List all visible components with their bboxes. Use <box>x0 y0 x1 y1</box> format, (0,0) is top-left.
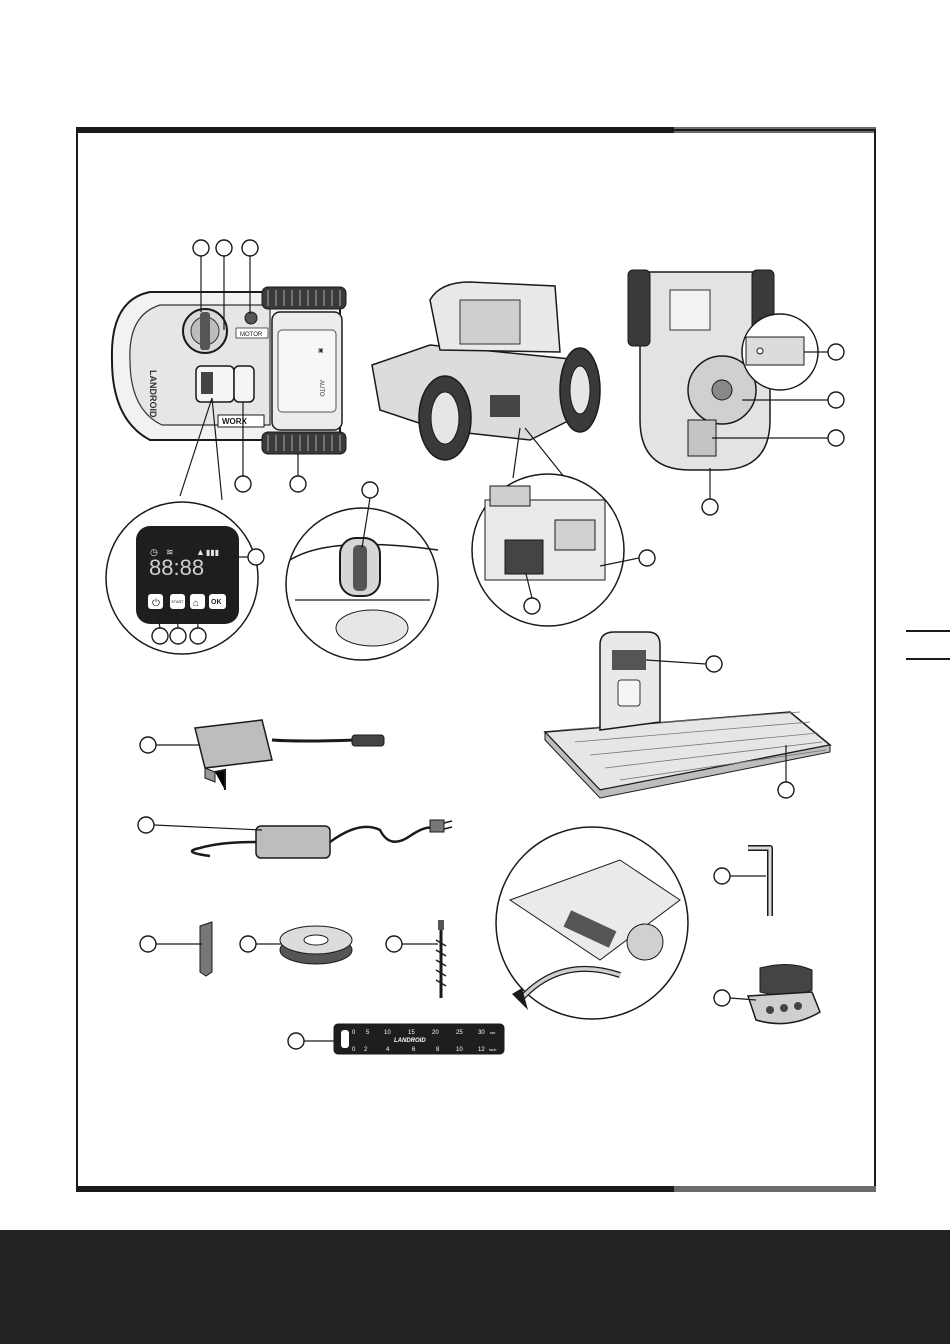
callout-21 <box>714 868 730 884</box>
callout-14 <box>828 392 844 408</box>
ruler-unit-cm: cm <box>490 1030 496 1035</box>
home-icon: ⌂ <box>193 598 199 609</box>
right-wheel-3d <box>560 348 600 432</box>
stop-button-housing <box>234 366 254 402</box>
callout-11 <box>639 550 655 566</box>
callout-24 <box>240 936 256 952</box>
callout-17 <box>706 656 722 672</box>
rear-wheel-bottom <box>262 432 346 454</box>
ruler-tick-top-6: 30 <box>478 1030 485 1036</box>
callout-4 <box>235 476 251 492</box>
callout-10 <box>362 482 378 498</box>
battery-compartment-zoom <box>472 474 655 626</box>
wire-connectors <box>714 964 820 1023</box>
callout-19 <box>140 737 156 753</box>
mower-top-view: ▣ AUTO MOTOR LANDROID WORX <box>112 287 346 454</box>
callout-12 <box>524 598 540 614</box>
callout-25 <box>386 936 402 952</box>
callout-9 <box>190 628 206 644</box>
callout-8 <box>170 628 186 644</box>
callout-15 <box>828 430 844 446</box>
pegs <box>140 922 212 976</box>
hex-key <box>714 848 770 916</box>
ruler-unit-inch: inch <box>489 1047 496 1052</box>
ruler-tick-top-3: 15 <box>408 1030 415 1036</box>
power-adapter <box>140 720 384 790</box>
callout-26 <box>288 1033 304 1049</box>
ruler-tick-top-2: 10 <box>384 1030 391 1036</box>
footer-band <box>0 1230 950 1344</box>
blade-change-zoom <box>496 827 688 1019</box>
callout-2 <box>216 240 232 256</box>
blade-zoom <box>746 337 804 365</box>
power-supply <box>138 817 452 858</box>
battery-icon: ▮▮▮ <box>206 548 219 557</box>
underside-wheel-left <box>628 270 650 346</box>
height-knob-zoom <box>286 482 438 660</box>
left-wheel-3d <box>419 376 471 460</box>
boundary-wire-spool <box>240 926 352 964</box>
svg-text:▣: ▣ <box>318 348 324 354</box>
ruler-tick-bottom-6: 12 <box>478 1047 485 1053</box>
ruler-tick-top-4: 20 <box>432 1030 439 1036</box>
rain-sensor-label: MOTOR <box>240 332 263 338</box>
screw-peg <box>386 920 446 998</box>
callout-20 <box>138 817 154 833</box>
callout-6 <box>248 549 264 565</box>
mower-model-badge: WORX <box>222 417 248 426</box>
callout-23 <box>140 936 156 952</box>
power-icon: ⏻ <box>152 598 160 609</box>
mower-brand-text: LANDROID <box>148 370 158 418</box>
callout-18 <box>778 782 794 798</box>
ruler-tick-bottom-5: 10 <box>456 1047 463 1053</box>
mower-underside <box>628 270 844 515</box>
callout-7 <box>152 628 168 644</box>
mower-bumper-text: AUTO <box>318 380 324 397</box>
time-digits: 88:88 <box>149 555 204 580</box>
mower-open-view <box>372 282 600 478</box>
callout-1 <box>193 240 209 256</box>
callout-13 <box>828 344 844 360</box>
ruler-tick-top-5: 25 <box>456 1030 463 1036</box>
charging-station <box>545 632 830 798</box>
start-label: START <box>171 599 184 604</box>
callout-3 <box>242 240 258 256</box>
ruler-brand: LANDROID <box>394 1038 426 1044</box>
rear-wheel-top <box>262 287 346 309</box>
callout-16 <box>702 499 718 515</box>
distance-ruler: 0 5 10 15 20 25 30 cm LANDROID 0 2 4 6 8… <box>288 1024 504 1054</box>
callout-5 <box>290 476 306 492</box>
ok-label: OK <box>211 599 222 606</box>
callout-22 <box>714 990 730 1006</box>
